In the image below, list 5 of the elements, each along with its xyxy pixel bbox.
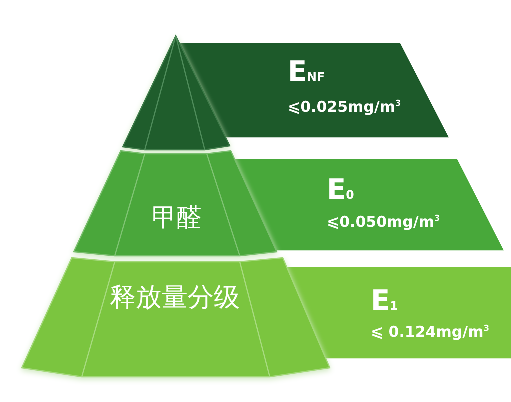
tier-label: 释放量分级: [110, 285, 240, 311]
limit-value: ⩽0.025mg/m$^{3}$: [288, 100, 402, 115]
limit-value: ⩽ 0.124mg/m$^{3}$: [371, 325, 490, 340]
tier-label: 甲醛: [152, 205, 202, 230]
limit-value: ⩽0.050mg/m$^{3}$: [327, 215, 440, 230]
